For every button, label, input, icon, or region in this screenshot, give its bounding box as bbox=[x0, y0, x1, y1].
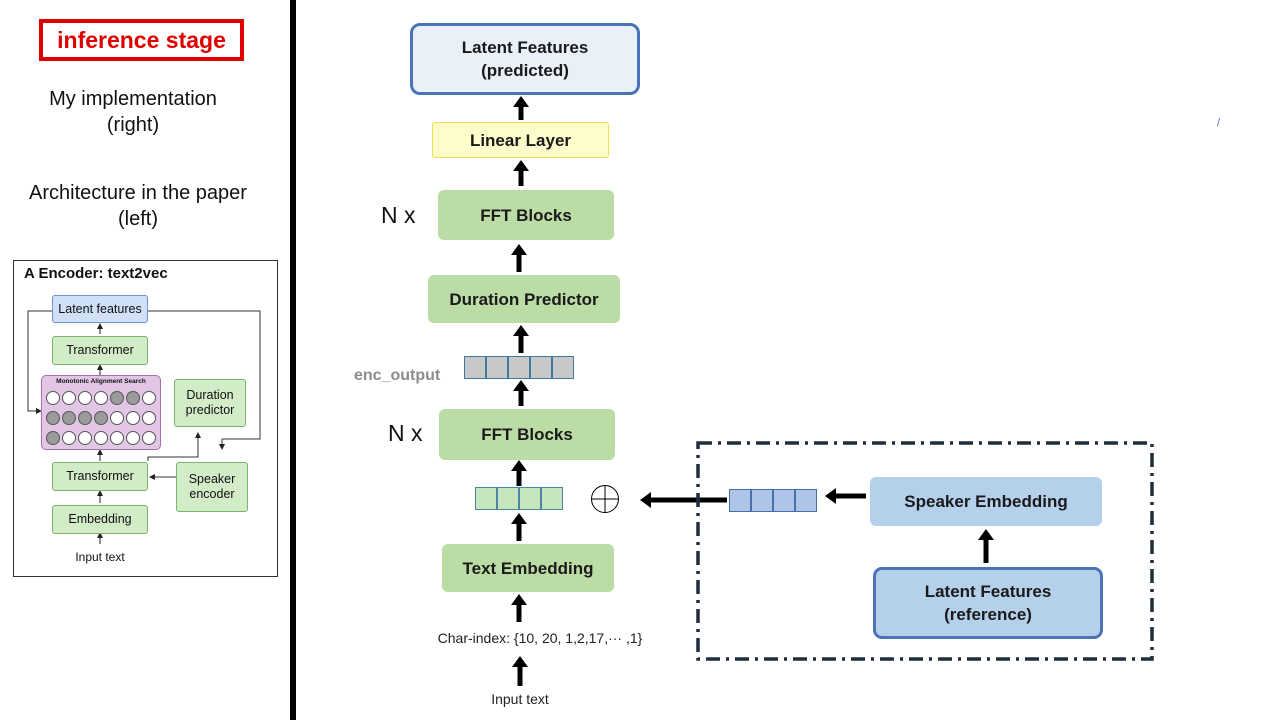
alignment-cell bbox=[46, 391, 60, 405]
latent-features-predicted-box: Latent Features (predicted) bbox=[410, 23, 640, 95]
inference-stage-badge: inference stage bbox=[39, 19, 244, 61]
paper-latent-features-box: Latent features bbox=[52, 295, 148, 323]
fft-blocks-top-box: FFT Blocks bbox=[438, 190, 614, 240]
paper-transformer-top-box: Transformer bbox=[52, 336, 148, 365]
enc-output-vector bbox=[464, 356, 574, 379]
arrow-speaker-embedding-to-vector bbox=[825, 488, 866, 504]
alignment-cell bbox=[94, 391, 108, 405]
fft-blocks-bottom-box: FFT Blocks bbox=[439, 409, 615, 460]
linear-layer-box: Linear Layer bbox=[432, 122, 609, 158]
paper-speaker-encoder-box: Speaker encoder bbox=[176, 462, 248, 512]
add-operator-icon bbox=[591, 485, 619, 513]
alignment-cell bbox=[78, 431, 92, 445]
arrow-charindex-to-embedding bbox=[511, 594, 527, 622]
paper-architecture-figure: A Encoder: text2vec Latent features Tran… bbox=[13, 260, 278, 577]
alignment-cell bbox=[62, 391, 76, 405]
alignment-cell bbox=[62, 411, 76, 425]
alignment-cell bbox=[110, 411, 124, 425]
monotonic-alignment-search-box: Monotonic Alignment Search bbox=[41, 375, 161, 450]
arrow-linear-to-latent bbox=[513, 96, 529, 120]
alignment-cell bbox=[46, 431, 60, 445]
alignment-cell bbox=[110, 431, 124, 445]
nx-bottom-label: N x bbox=[388, 420, 423, 446]
speaker-embedding-vector bbox=[729, 489, 817, 512]
char-index-label: Char-index: {10, 20, 1,2,17,··· ,1} bbox=[437, 630, 643, 646]
arrow-duration-to-fft bbox=[511, 244, 527, 272]
alignment-cell bbox=[142, 431, 156, 445]
alignment-cell bbox=[142, 391, 156, 405]
duration-predictor-box: Duration Predictor bbox=[428, 275, 620, 323]
arrow-reference-to-speaker-embedding bbox=[978, 529, 994, 563]
arrow-speaker-vector-to-add bbox=[640, 492, 727, 508]
my-implementation-label: My implementation (right) bbox=[49, 88, 217, 136]
nx-top-label: N x bbox=[381, 202, 416, 228]
arrow-fft-to-linear bbox=[513, 160, 529, 186]
alignment-cell bbox=[94, 431, 108, 445]
alignment-cell bbox=[62, 431, 76, 445]
paper-figure-arrows bbox=[27, 310, 261, 544]
text-embedding-vector bbox=[475, 487, 563, 510]
alignment-cell bbox=[78, 411, 92, 425]
architecture-in-paper-label: Architecture in the paper (left) bbox=[29, 182, 247, 230]
mas-title: Monotonic Alignment Search bbox=[56, 378, 146, 385]
alignment-cell bbox=[78, 391, 92, 405]
paper-figure-title: A Encoder: text2vec bbox=[24, 265, 168, 282]
speaker-branch-dashed-frame bbox=[696, 441, 1154, 661]
enc-output-label: enc_output bbox=[354, 367, 441, 384]
alignment-cell bbox=[126, 391, 140, 405]
vertical-divider bbox=[290, 0, 296, 720]
arrow-input-to-charindex bbox=[512, 656, 528, 686]
paper-embedding-box: Embedding bbox=[52, 505, 148, 534]
input-text-label: Input text bbox=[491, 691, 549, 707]
alignment-cell bbox=[126, 431, 140, 445]
paper-transformer-bottom-box: Transformer bbox=[52, 462, 148, 491]
arrow-enc-output-to-duration bbox=[513, 325, 529, 353]
arrow-vector-to-fft bbox=[511, 460, 527, 486]
arrow-fft-to-enc-output bbox=[513, 380, 529, 406]
alignment-cell bbox=[94, 411, 108, 425]
arrow-embedding-to-vector bbox=[511, 513, 527, 541]
text-embedding-box: Text Embedding bbox=[442, 544, 614, 592]
latent-features-reference-box: Latent Features (reference) bbox=[873, 567, 1103, 639]
paper-duration-predictor-box: Duration predictor bbox=[174, 379, 246, 427]
stray-tick-mark: / bbox=[1217, 117, 1221, 129]
alignment-cell bbox=[142, 411, 156, 425]
alignment-cell bbox=[110, 391, 124, 405]
speaker-embedding-box: Speaker Embedding bbox=[870, 477, 1102, 526]
paper-input-text-label: Input text bbox=[75, 550, 125, 564]
alignment-cell bbox=[46, 411, 60, 425]
alignment-cell bbox=[126, 411, 140, 425]
